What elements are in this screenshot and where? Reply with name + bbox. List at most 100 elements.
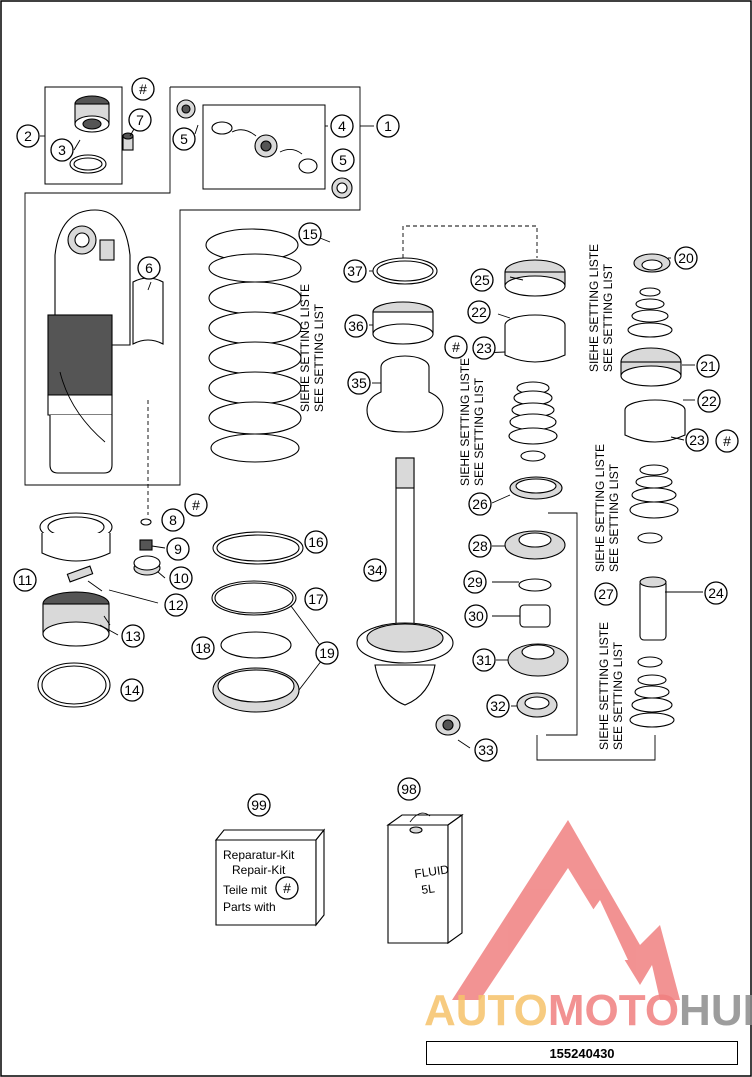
svg-text:20: 20: [678, 250, 694, 266]
svg-text:23: 23: [689, 432, 705, 448]
svg-text:#: #: [139, 81, 147, 97]
svg-text:3: 3: [58, 142, 66, 158]
svg-text:36: 36: [348, 318, 364, 334]
callout-14: 14: [120, 678, 144, 702]
callout-1: 1: [376, 114, 400, 138]
svg-text:18: 18: [195, 640, 211, 656]
svg-text:4: 4: [338, 118, 346, 134]
svg-text:16: 16: [308, 534, 324, 550]
repair-kit-line2: Repair-Kit: [232, 863, 286, 877]
svg-text:32: 32: [490, 698, 506, 714]
svg-text:19: 19: [319, 645, 335, 661]
callout-19: 19: [315, 641, 339, 665]
callout-34: 34: [363, 558, 387, 582]
callout-6: 6: [137, 256, 161, 280]
callout-29: 29: [463, 570, 487, 594]
svg-text:6: 6: [145, 260, 153, 276]
svg-text:#: #: [452, 339, 460, 355]
callout-leaders: [40, 124, 703, 749]
svg-text:29: 29: [467, 574, 483, 590]
watermark-part3: HUB: [679, 986, 752, 1035]
callout-37: 37: [343, 259, 367, 283]
callout-26: 26: [468, 492, 492, 516]
svg-text:9: 9: [174, 541, 182, 557]
callout-16: 16: [304, 530, 328, 554]
callout-hash: #: [184, 493, 208, 517]
callout-31: 31: [472, 648, 496, 672]
svg-text:98: 98: [401, 781, 417, 797]
callout-2: 2: [16, 124, 40, 148]
svg-text:25: 25: [474, 272, 490, 288]
fluid-label-line2: 5L: [420, 881, 435, 897]
setting-note-de-2: SIEHE SETTING LISTE: [458, 358, 472, 486]
callout-8: 8: [161, 508, 185, 532]
svg-text:15: 15: [302, 226, 318, 242]
callout-hash: #: [715, 429, 739, 453]
callout-27: 27: [594, 582, 618, 606]
setting-note-en-1: SEE SETTING LIST: [312, 303, 326, 412]
callout-24: 24: [704, 581, 728, 605]
svg-text:37: 37: [347, 263, 363, 279]
svg-text:28: 28: [472, 538, 488, 554]
setting-note-en-3: SEE SETTING LIST: [601, 263, 615, 372]
svg-text:27: 27: [598, 586, 614, 602]
damping-valve-group: [504, 253, 686, 761]
svg-text:30: 30: [468, 608, 484, 624]
callout-5: 5: [172, 127, 196, 151]
callout-13: 13: [121, 624, 145, 648]
callout-28: 28: [468, 534, 492, 558]
callout-33: 33: [474, 738, 498, 762]
callout-12: 12: [164, 593, 188, 617]
callout-4: 4: [330, 114, 354, 138]
callout-25: 25: [470, 268, 494, 292]
callout-18: 18: [191, 636, 215, 660]
setting-note-de-3: SIEHE SETTING LISTE: [587, 244, 601, 372]
setting-note-de-4: SIEHE SETTING LISTE: [593, 444, 607, 572]
preload-adjuster-group: [37, 400, 161, 708]
callout-11: 11: [13, 568, 37, 592]
setting-notes: SIEHE SETTING LISTE SEE SETTING LIST SIE…: [298, 244, 625, 750]
reference-number-box: 155240430: [426, 1041, 738, 1065]
callout-22: 22: [697, 389, 721, 413]
setting-note-en-2: SEE SETTING LIST: [472, 377, 486, 486]
fluid-label-line1: FLUID: [413, 862, 450, 881]
callout-23: 23: [685, 428, 709, 452]
repair-kit-box: Reparatur-Kit Repair-Kit Teile mit Parts…: [214, 828, 326, 927]
piston-rod-group: [356, 225, 538, 736]
svg-text:33: 33: [478, 742, 494, 758]
setting-note-en-5: SEE SETTING LIST: [611, 641, 625, 750]
callout-9: 9: [166, 537, 190, 561]
svg-text:21: 21: [700, 358, 716, 374]
svg-text:22: 22: [701, 393, 717, 409]
svg-text:12: 12: [168, 597, 184, 613]
callout-99: 99: [247, 793, 271, 817]
svg-text:24: 24: [708, 585, 724, 601]
watermark-part1: AUTO: [424, 986, 548, 1035]
svg-text:31: 31: [476, 652, 492, 668]
callout-17: 17: [304, 587, 328, 611]
svg-text:5: 5: [180, 131, 188, 147]
fluid-can: FLUID 5L: [386, 812, 464, 945]
svg-text:5: 5: [339, 152, 347, 168]
reference-number: 155240430: [549, 1045, 615, 1061]
callout-98: 98: [397, 777, 421, 801]
svg-text:7: 7: [136, 112, 144, 128]
spring-group: [205, 228, 323, 713]
svg-text:23: 23: [476, 340, 492, 356]
callout-3: 3: [50, 138, 74, 162]
svg-text:17: 17: [308, 591, 324, 607]
svg-text:26: 26: [472, 496, 488, 512]
svg-text:35: 35: [351, 375, 367, 391]
watermark-logo: [452, 820, 680, 1000]
callout-23: 23: [472, 336, 496, 360]
callout-hash: #: [444, 335, 468, 359]
repair-kit-line3: Teile mit: [223, 883, 268, 897]
callout-5: 5: [331, 148, 355, 172]
callout-20: 20: [674, 246, 698, 270]
callout-32: 32: [486, 694, 510, 718]
callout-hash: #: [131, 77, 155, 101]
